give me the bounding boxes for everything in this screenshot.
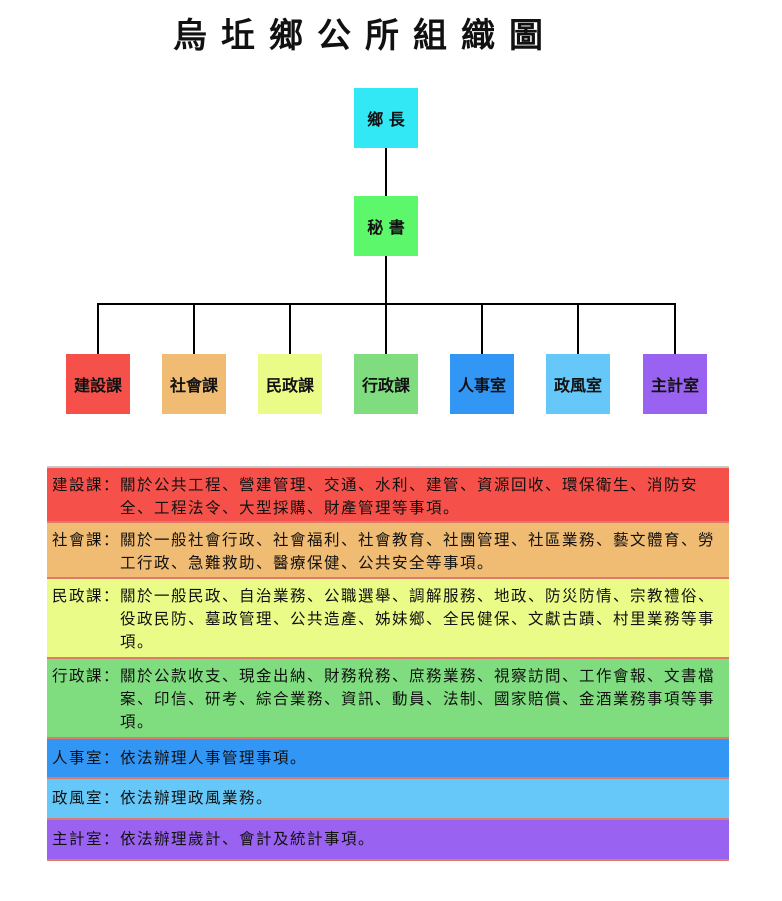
description-dept-name: 行政課 bbox=[52, 667, 104, 685]
description-colon: ： bbox=[103, 531, 121, 549]
department-label: 建設課 bbox=[73, 376, 122, 395]
description-text: 關於公款收支、現金出納、財務稅務、庶務業務、視察訪問、工作會報、文書檔案、印信、… bbox=[120, 667, 716, 731]
description-row: 人事室：依法辦理人事管理事項。 bbox=[47, 739, 729, 779]
description-row: 社會課：關於一般社會行政、社會福利、社會教育、社團管理、社區業務、藝文體育、勞工… bbox=[47, 523, 729, 579]
description-colon: ： bbox=[103, 667, 121, 685]
department-box: 人事室 bbox=[450, 354, 514, 414]
department-box: 社會課 bbox=[162, 354, 226, 414]
department-label: 主計室 bbox=[650, 376, 699, 395]
description-row: 民政課：關於一般民政、自治業務、公職選舉、調解服務、地政、防災防情、宗教禮俗、役… bbox=[47, 579, 729, 659]
connector-secretary-bus bbox=[385, 256, 387, 304]
connector-drop bbox=[97, 304, 99, 354]
description-dept-name: 主計室 bbox=[52, 830, 104, 848]
description-row: 政風室：依法辦理政風業務。 bbox=[47, 779, 729, 820]
description-dept-name: 人事室 bbox=[52, 749, 104, 767]
department-box: 民政課 bbox=[258, 354, 322, 414]
connector-drop bbox=[481, 304, 483, 354]
head-label: 鄉 長 bbox=[367, 110, 405, 129]
description-row: 建設課：關於公共工程、營建管理、交通、水利、建管、資源回收、環保衛生、消防安全、… bbox=[47, 468, 729, 523]
description-colon: ： bbox=[103, 830, 121, 848]
connector-drop bbox=[385, 304, 387, 354]
department-label: 人事室 bbox=[457, 376, 506, 395]
department-label: 行政課 bbox=[361, 376, 410, 395]
description-colon: ： bbox=[103, 749, 121, 767]
description-colon: ： bbox=[103, 789, 121, 807]
connector-drop bbox=[674, 304, 676, 354]
department-box: 行政課 bbox=[354, 354, 418, 414]
description-dept-name: 民政課 bbox=[52, 587, 104, 605]
description-text: 關於公共工程、營建管理、交通、水利、建管、資源回收、環保衛生、消防安全、工程法令… bbox=[120, 476, 699, 517]
description-colon: ： bbox=[103, 587, 121, 605]
description-dept-name: 政風室 bbox=[52, 789, 104, 807]
connector-drop bbox=[193, 304, 195, 354]
department-box: 建設課 bbox=[66, 354, 130, 414]
page-title: 烏坵鄉公所組織圖 bbox=[173, 16, 557, 56]
secretary-label: 秘 書 bbox=[367, 218, 405, 237]
description-text: 關於一般社會行政、社會福利、社會教育、社團管理、社區業務、藝文體育、勞工行政、急… bbox=[120, 531, 716, 572]
connector-drop bbox=[577, 304, 579, 354]
description-table: 建設課：關於公共工程、營建管理、交通、水利、建管、資源回收、環保衛生、消防安全、… bbox=[47, 466, 729, 861]
description-dept-name: 建設課 bbox=[52, 476, 104, 494]
description-row: 行政課：關於公款收支、現金出納、財務稅務、庶務業務、視察訪問、工作會報、文書檔案… bbox=[47, 659, 729, 739]
department-box: 主計室 bbox=[643, 354, 707, 414]
department-label: 社會課 bbox=[169, 376, 218, 395]
department-label: 政風室 bbox=[553, 376, 602, 395]
connector-head-secretary bbox=[385, 148, 387, 196]
description-colon: ： bbox=[103, 476, 121, 494]
description-dept-name: 社會課 bbox=[52, 531, 104, 549]
description-text: 依法辦理人事管理事項。 bbox=[120, 749, 308, 767]
description-text: 關於一般民政、自治業務、公職選舉、調解服務、地政、防災防情、宗教禮俗、役政民防、… bbox=[120, 587, 716, 651]
connector-drop bbox=[289, 304, 291, 354]
description-row: 主計室：依法辦理歲計、會計及統計事項。 bbox=[47, 820, 729, 861]
department-box: 政風室 bbox=[546, 354, 610, 414]
description-text: 依法辦理政風業務。 bbox=[120, 789, 274, 807]
secretary-box: 秘 書 bbox=[354, 196, 418, 256]
head-box: 鄉 長 bbox=[354, 88, 418, 148]
department-label: 民政課 bbox=[265, 376, 314, 395]
description-text: 依法辦理歲計、會計及統計事項。 bbox=[120, 830, 376, 848]
